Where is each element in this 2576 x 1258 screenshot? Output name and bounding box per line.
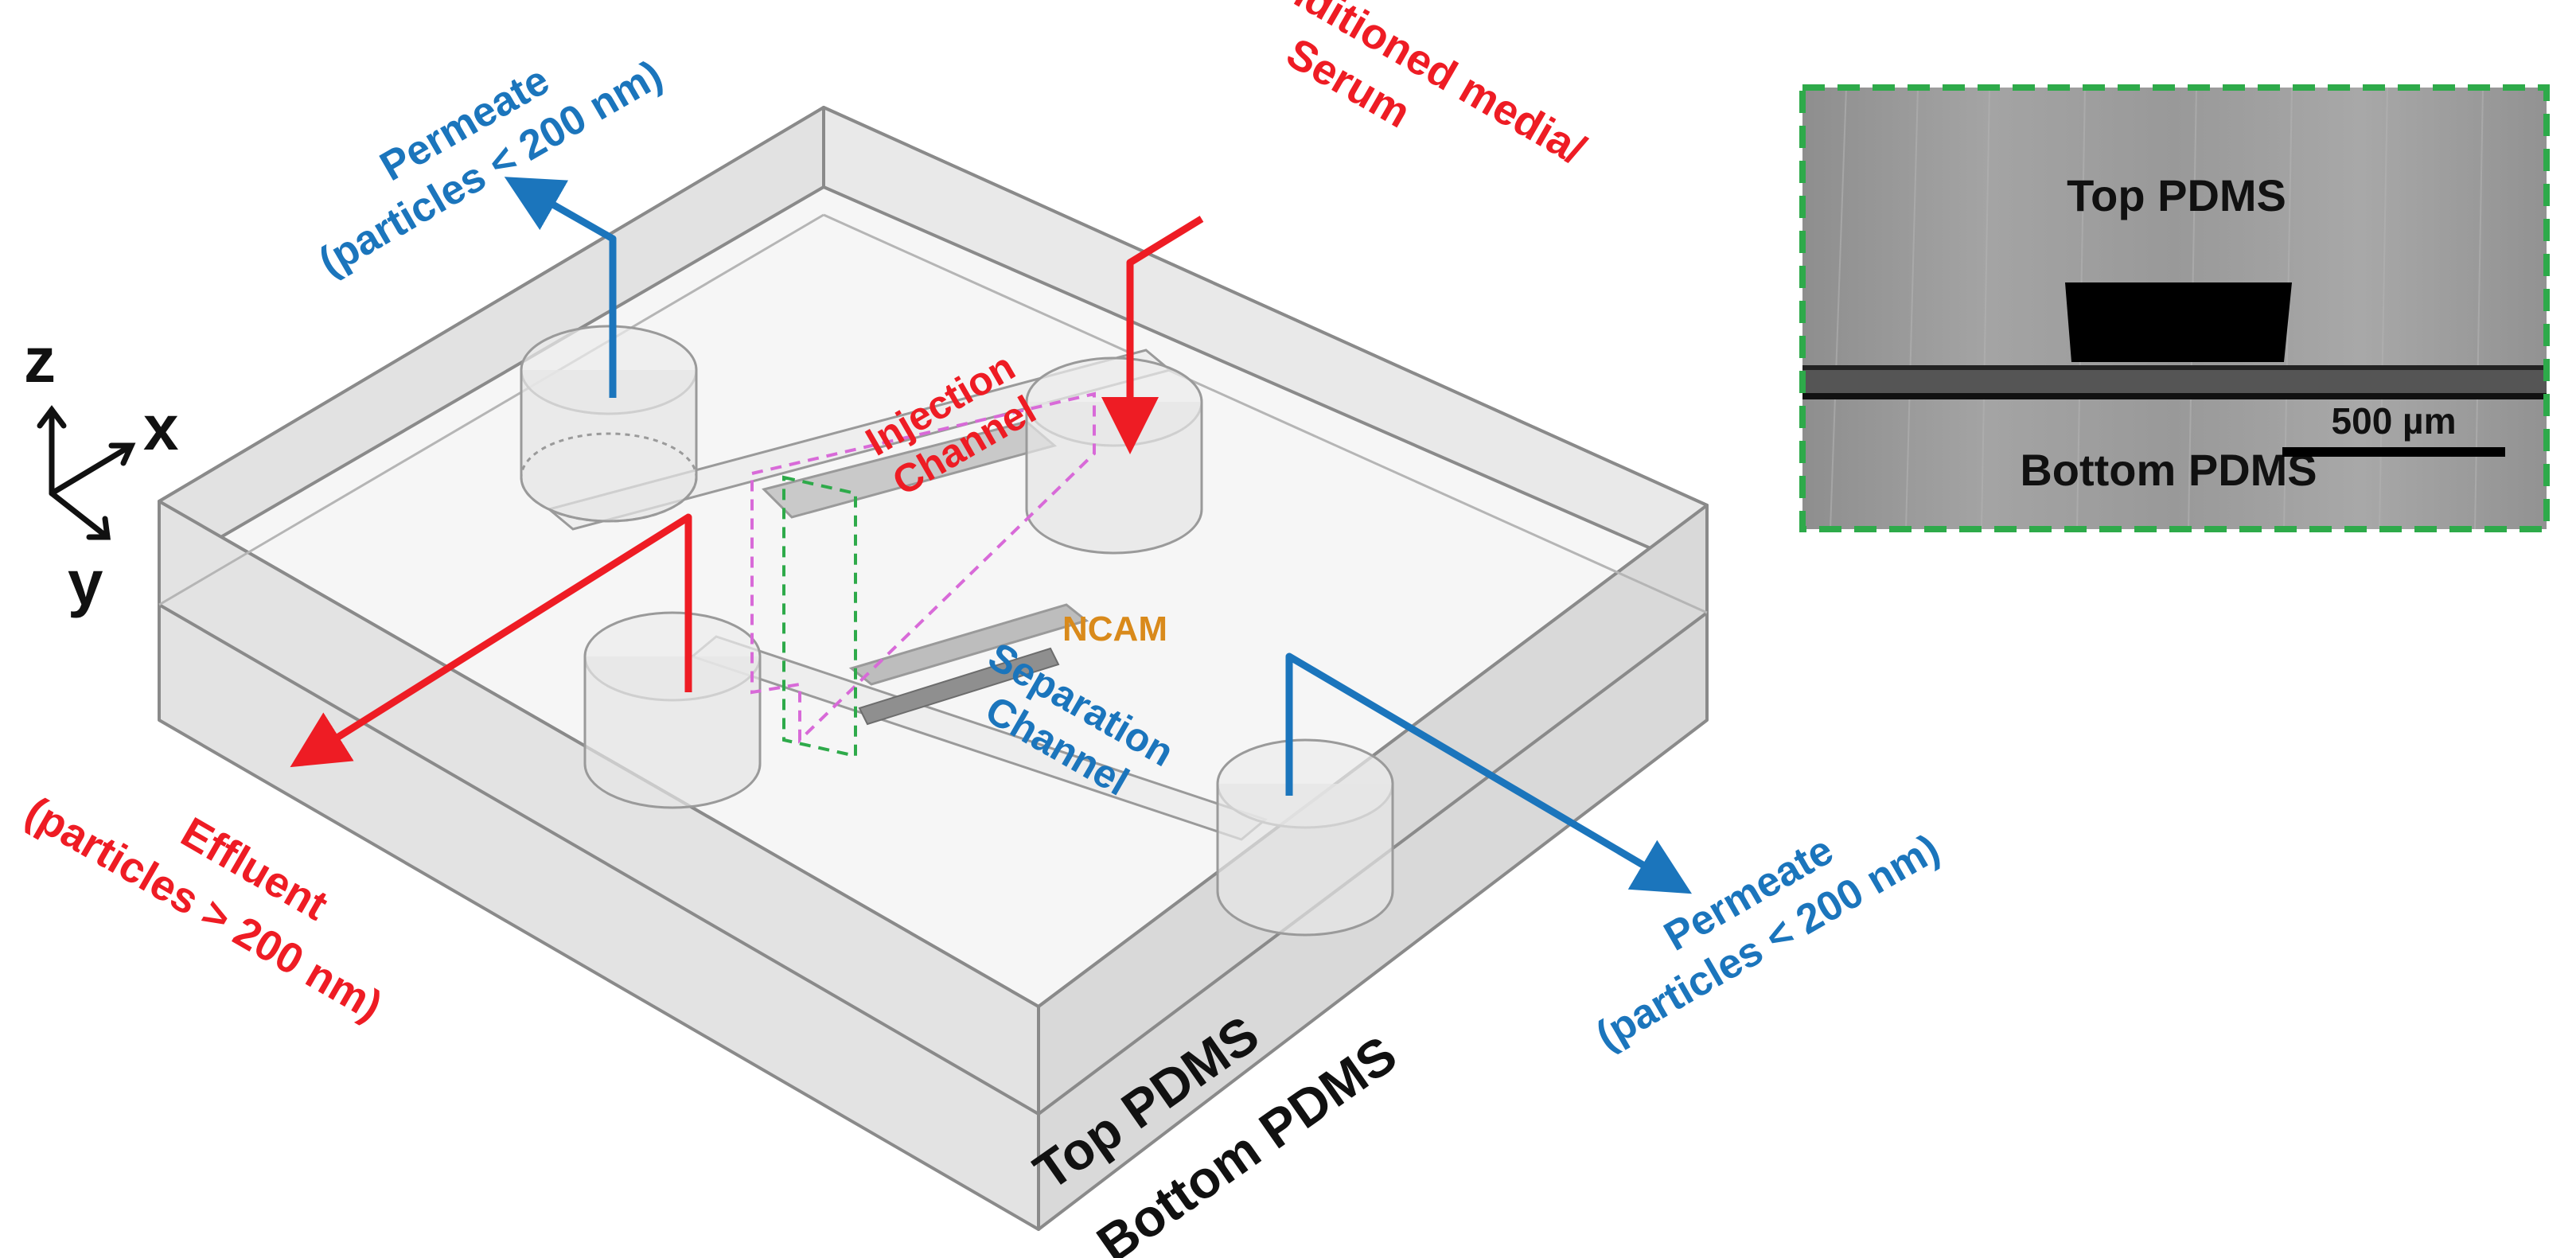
sem-frame xyxy=(1799,84,2550,532)
arrow-cell-media xyxy=(1101,216,1204,454)
ncam-membrane xyxy=(858,647,1060,726)
well-lower-left xyxy=(583,611,762,809)
green-cross-section xyxy=(782,475,857,758)
sem-top-pdms-label: Top PDMS xyxy=(2067,170,2286,220)
sem-channel-cavity xyxy=(2065,282,2292,362)
axis-y-label: y xyxy=(68,547,103,618)
channels xyxy=(546,349,1269,841)
well-upper-left xyxy=(520,325,698,523)
arrow-effluent xyxy=(290,513,692,768)
sem-membrane-layer xyxy=(1802,366,2547,398)
axis-z-label: z xyxy=(24,325,56,395)
axis-triad xyxy=(37,405,136,540)
sem-bottom-pdms-label: Bottom PDMS xyxy=(2020,445,2317,495)
arrow-permeate-top xyxy=(504,177,617,398)
cross-section-markers xyxy=(750,391,1096,758)
y-axis xyxy=(49,490,111,540)
injection-dashed-outline xyxy=(750,391,1096,744)
x-axis xyxy=(49,442,134,497)
well-upper-right xyxy=(1025,356,1203,555)
sem-scale-bar xyxy=(2282,447,2505,457)
axis-x-label: x xyxy=(143,392,179,463)
arrow-permeate-bottom xyxy=(1285,652,1693,894)
well-lower-right xyxy=(1216,738,1394,937)
label-cell-media: Cell Conditioned media/ Serum xyxy=(1145,0,1593,174)
sem-inset: Top PDMS Bottom PDMS 500 µm xyxy=(1799,84,2550,532)
flow-arrows xyxy=(290,177,1693,894)
pdms-chip xyxy=(158,106,1709,1231)
layer-divider-back xyxy=(158,213,824,606)
label-permeate-bottom: Permeate (particles < 200 nm) xyxy=(1588,825,1947,1059)
layer-divider-left xyxy=(158,603,1040,1116)
label-ncam: NCAM xyxy=(1062,610,1167,648)
sem-scale-label: 500 µm xyxy=(2332,400,2457,442)
